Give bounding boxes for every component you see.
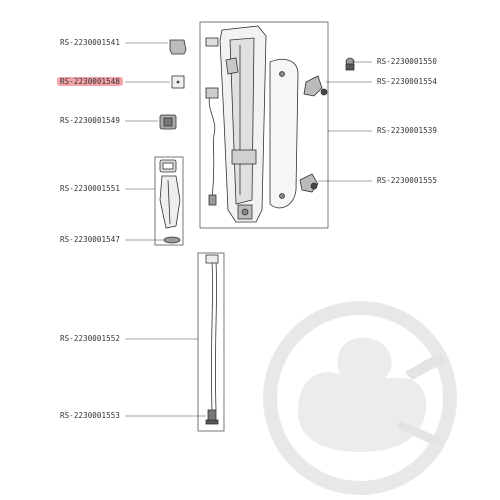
sub-assembly-frame (154, 156, 184, 246)
part-1541-clip (169, 37, 219, 55)
part-1554-latch (303, 75, 328, 97)
part-1548-plate (171, 75, 185, 89)
part-1551-connector (159, 159, 181, 229)
part-label-1541: RS-2230001541 (60, 38, 120, 47)
assembly-frame (199, 21, 329, 229)
part-1552-tube (205, 254, 219, 411)
cover-panel-1539 (269, 58, 299, 209)
handle-body-1539 (219, 25, 267, 223)
part-label-1539: RS-2230001539 (377, 126, 437, 135)
part-label-1553: RS-2230001553 (60, 411, 120, 420)
part-label-1550: RS-2230001550 (377, 57, 437, 66)
duck-logo-watermark (263, 301, 457, 495)
part-label-1552: RS-2230001552 (60, 334, 120, 343)
part-label-1555: RS-2230001555 (377, 176, 437, 185)
part-label-1548: RS-2230001548 (57, 77, 123, 86)
part-1547-ring (163, 236, 181, 244)
leader-lines (125, 42, 372, 417)
internal-cable (205, 87, 219, 206)
part-1555-latch (299, 173, 319, 193)
part-label-1551: RS-2230001551 (60, 184, 120, 193)
part-label-1548-highlighted: RS-2230001548 (57, 77, 123, 87)
screw-1550 (345, 57, 355, 71)
part-1549-switch (159, 114, 177, 130)
part-label-1554: RS-2230001554 (377, 77, 437, 86)
part-label-1547: RS-2230001547 (60, 235, 120, 244)
part-1553-nozzle (205, 409, 219, 425)
part-label-1549: RS-2230001549 (60, 116, 120, 125)
tube-assembly-frame (197, 252, 225, 432)
